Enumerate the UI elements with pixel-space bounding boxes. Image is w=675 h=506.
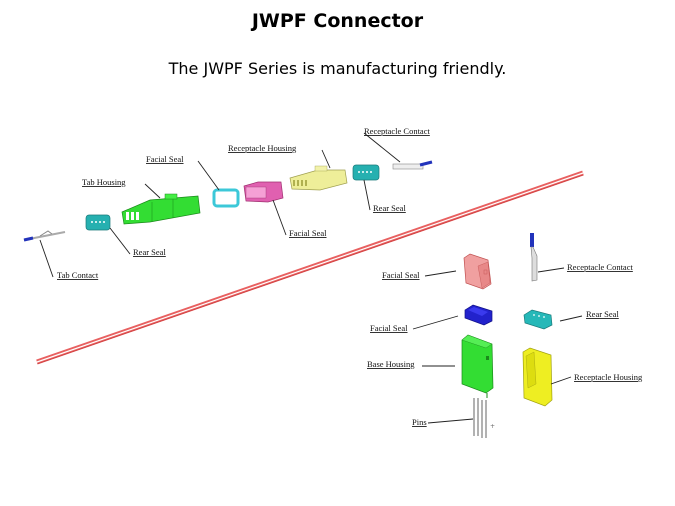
rear-seal-left-part [85, 214, 111, 231]
rear-seal-right-part [352, 164, 380, 181]
label-rear-seal-right: Rear Seal [373, 203, 406, 213]
label-facial-seal-blue: Facial Seal [370, 323, 408, 333]
label-tab-housing: Tab Housing [82, 177, 126, 187]
label-receptacle-housing-vertical: Receptacle Housing [574, 372, 643, 382]
pins-part: + [473, 398, 495, 438]
facial-seal-pink-part [243, 181, 284, 203]
receptacle-contact-vertical-leader [537, 267, 565, 273]
tab-housing-leader [144, 183, 161, 199]
label-facial-seal-top: Facial Seal [146, 154, 184, 164]
divider-line [36, 170, 584, 365]
rear-seal-vertical-leader [559, 315, 583, 322]
facial-seal-bottom-leader [272, 199, 287, 236]
pins-leader [427, 418, 474, 424]
tab-contact-part [23, 230, 66, 242]
label-facial-seal-bottom: Facial Seal [289, 228, 327, 238]
label-receptacle-contact-vertical: Receptacle Contact [567, 262, 633, 272]
slide-subtitle: The JWPF Series is manufacturing friendl… [168, 59, 507, 78]
receptacle-housing-vertical-leader [550, 376, 572, 385]
base-housing-part [461, 334, 494, 398]
label-facial-seal-salmon: Facial Seal [382, 270, 420, 280]
facial-seal-blue-part [464, 304, 493, 326]
receptacle-housing-vertical-part [522, 347, 553, 407]
tab-housing-part [121, 193, 201, 225]
facial-seal-top-leader [197, 160, 220, 191]
receptacle-housing-inline-part [289, 165, 348, 191]
rear-seal-vertical-part [523, 309, 553, 330]
label-rear-seal-left: Rear Seal [133, 247, 166, 257]
receptacle-housing-inline-leader [321, 149, 331, 169]
facial-seal-top-part [212, 188, 240, 208]
facial-seal-salmon-leader [424, 270, 457, 277]
facial-seal-blue-leader [412, 315, 459, 330]
slide-title: JWPF Connector [251, 10, 424, 32]
rear-seal-right-leader [363, 179, 371, 211]
facial-seal-salmon-part [463, 253, 492, 290]
label-tab-contact: Tab Contact [57, 270, 99, 280]
svg-text:+: + [490, 423, 495, 430]
label-receptacle-contact-inline: Receptacle Contact [364, 126, 430, 136]
label-rear-seal-vertical: Rear Seal [586, 309, 619, 319]
receptacle-contact-vertical-part [530, 233, 538, 282]
receptacle-contact-inline-leader [363, 132, 401, 163]
label-base-housing: Base Housing [367, 359, 415, 369]
tab-contact-leader [39, 239, 54, 278]
rear-seal-left-leader [109, 227, 131, 255]
label-pins: Pins [412, 417, 427, 427]
receptacle-contact-inline-part [392, 160, 433, 170]
label-receptacle-housing-inline: Receptacle Housing [228, 143, 297, 153]
